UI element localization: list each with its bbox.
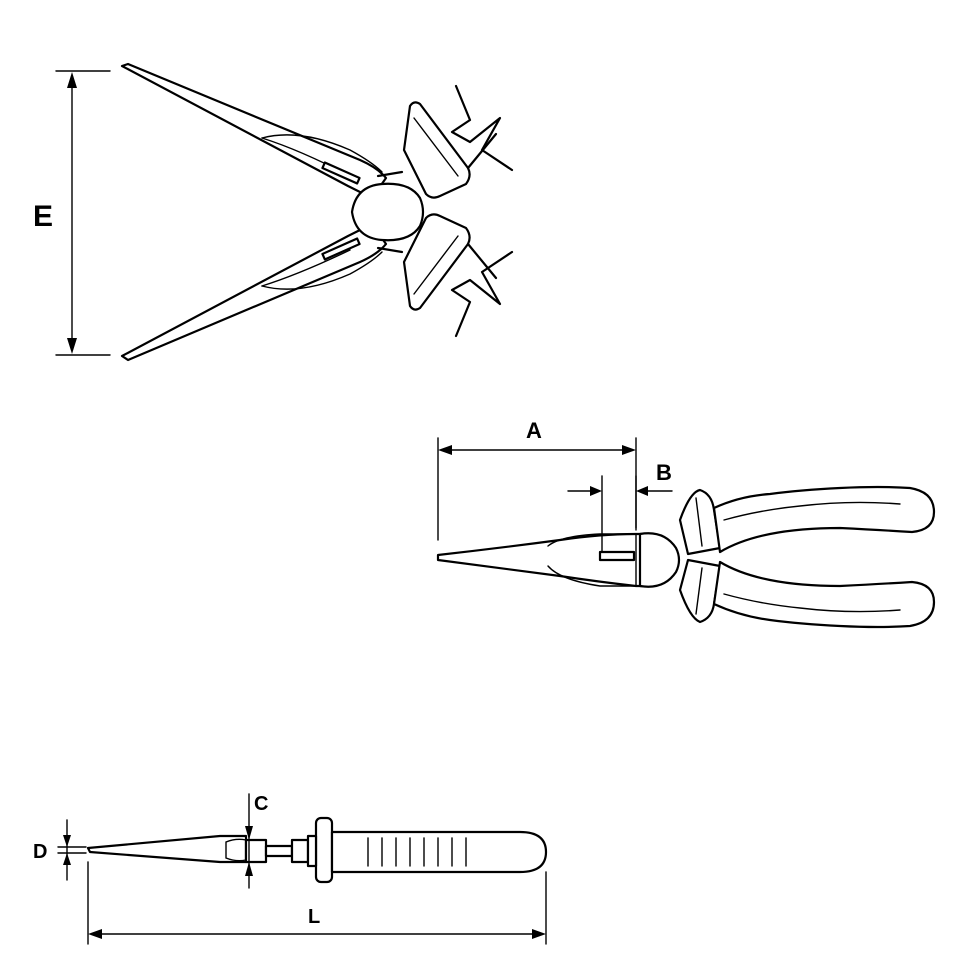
dimension-label-l: L — [308, 906, 320, 928]
dimension-e: E — [33, 70, 111, 356]
dimension-label-d: D — [33, 841, 47, 863]
lower-jaw — [120, 222, 388, 362]
side-upper-guard — [678, 488, 722, 556]
dimension-d: D — [33, 819, 87, 881]
top-view: C D L — [33, 793, 548, 945]
dimension-label-a: A — [526, 418, 542, 443]
open-jaw-view: E — [33, 62, 514, 362]
dimension-b: B — [567, 460, 673, 553]
dimension-a: A — [437, 418, 637, 541]
side-upper-handle — [712, 485, 936, 554]
dimension-label-c: C — [254, 793, 268, 815]
grip-ridges — [367, 837, 467, 867]
dimension-label-e: E — [33, 200, 53, 233]
dimension-l: L — [87, 861, 547, 945]
side-view: A B — [436, 418, 936, 629]
upper-jaw — [120, 62, 388, 200]
top-nose — [86, 834, 248, 864]
dimension-c: C — [245, 793, 268, 889]
top-guard — [314, 816, 334, 884]
dimension-label-b: B — [656, 460, 672, 485]
upper-handle-guard — [402, 101, 471, 199]
side-pivot — [638, 532, 681, 588]
side-lower-guard — [678, 558, 722, 624]
pivot-hub — [350, 182, 425, 242]
side-lower-handle — [712, 560, 936, 629]
top-handle — [330, 830, 548, 874]
